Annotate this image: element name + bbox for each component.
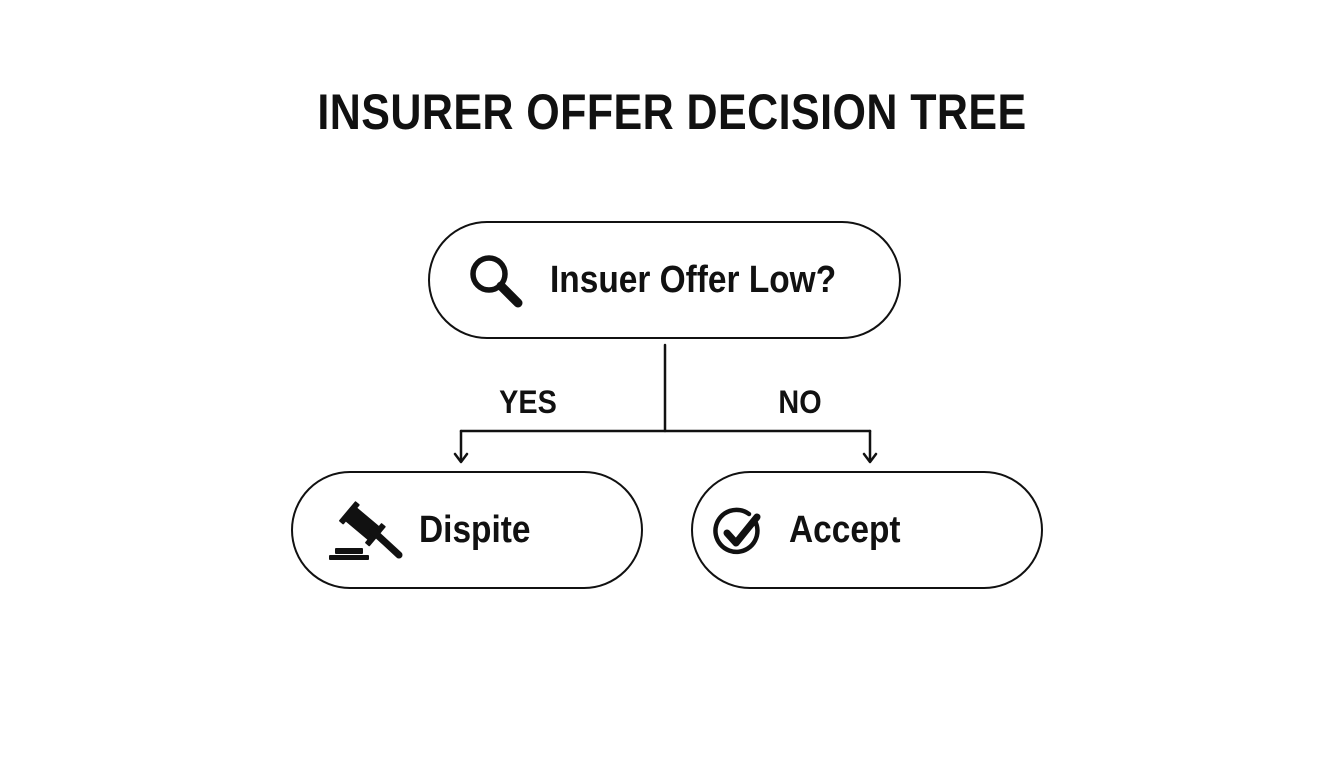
accept-node-label: Accept xyxy=(789,509,901,551)
no-arrowhead xyxy=(862,452,878,464)
check-circle-icon xyxy=(713,507,761,555)
accept-node: Accept xyxy=(691,471,1043,589)
root-decision-node: Insuer Offer Low? xyxy=(428,221,901,339)
magnifying-glass-icon xyxy=(470,255,523,308)
dispute-node: Dispite xyxy=(291,471,643,589)
gavel-icon xyxy=(329,501,403,560)
branch-label-yes: YES xyxy=(499,384,557,420)
branch-label-no: NO xyxy=(778,384,822,420)
diagram-title: INSURER OFFER DECISION TREE xyxy=(317,84,1027,140)
dispute-node-label: Dispite xyxy=(419,509,531,551)
root-node-label: Insuer Offer Low? xyxy=(550,259,837,301)
yes-arrowhead xyxy=(453,452,469,464)
